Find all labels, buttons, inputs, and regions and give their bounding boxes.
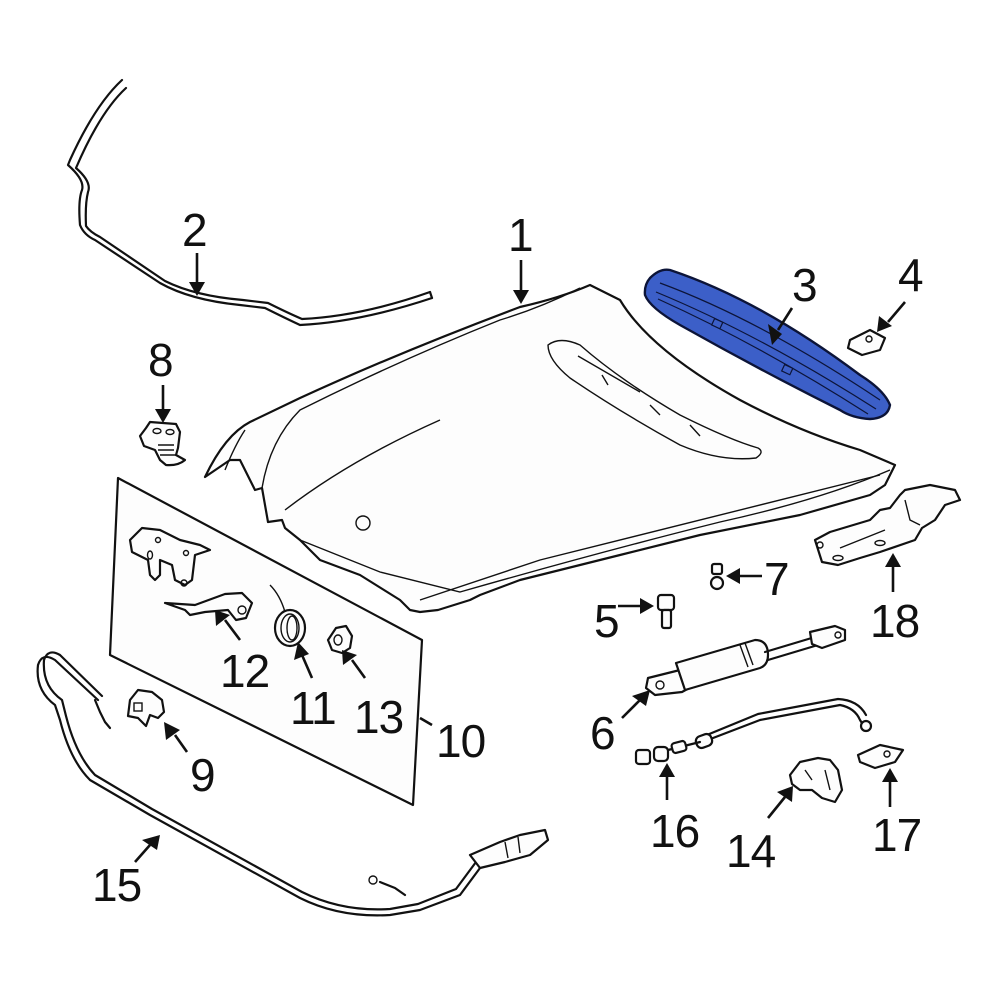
callout-8[interactable]: 8 xyxy=(148,334,174,386)
lift-support-strut-part-6[interactable] xyxy=(644,624,847,697)
cable-guide-part-14[interactable] xyxy=(788,756,844,804)
callout-15[interactable]: 15 xyxy=(92,859,142,911)
callout-9[interactable]: 9 xyxy=(190,749,216,801)
ball-stud-part-7[interactable] xyxy=(709,562,725,591)
callout-12[interactable]: 12 xyxy=(220,645,270,697)
callout-7[interactable]: 7 xyxy=(764,553,790,605)
cable-end-fitting-part-16[interactable] xyxy=(634,697,873,766)
adjuster-bumper-part-8[interactable] xyxy=(138,420,187,467)
callout-5[interactable]: 5 xyxy=(594,595,620,647)
callout-4[interactable]: 4 xyxy=(898,249,924,301)
hood-seal-part[interactable] xyxy=(66,78,434,327)
bumper-stop-part-5[interactable] xyxy=(656,593,676,630)
callout-6[interactable]: 6 xyxy=(590,707,616,759)
hinge-part-18[interactable] xyxy=(813,483,962,567)
callout-11[interactable]: 11 xyxy=(290,682,337,734)
latch-kit-panel-part-10[interactable] xyxy=(108,476,424,807)
callout-3[interactable]: 3 xyxy=(792,259,818,311)
callout-2[interactable]: 2 xyxy=(182,204,208,256)
callout-18[interactable]: 18 xyxy=(870,595,920,647)
callout-16[interactable]: 16 xyxy=(650,805,700,857)
callout-10[interactable]: 10 xyxy=(436,715,486,767)
clip-nut-part-17[interactable] xyxy=(856,743,905,770)
callout-17[interactable]: 17 xyxy=(872,809,922,861)
hood-front-seal-part-highlighted[interactable] xyxy=(643,268,892,421)
callout-1[interactable]: 1 xyxy=(508,209,534,261)
hood-panel-part[interactable] xyxy=(203,283,897,614)
release-cable-part-15[interactable] xyxy=(36,651,550,917)
leader-arrows xyxy=(134,253,906,863)
cable-clip-part-9[interactable] xyxy=(126,688,166,728)
callout-13[interactable]: 13 xyxy=(354,691,404,743)
clip-part-4[interactable] xyxy=(846,328,887,357)
callout-14[interactable]: 14 xyxy=(726,825,776,877)
